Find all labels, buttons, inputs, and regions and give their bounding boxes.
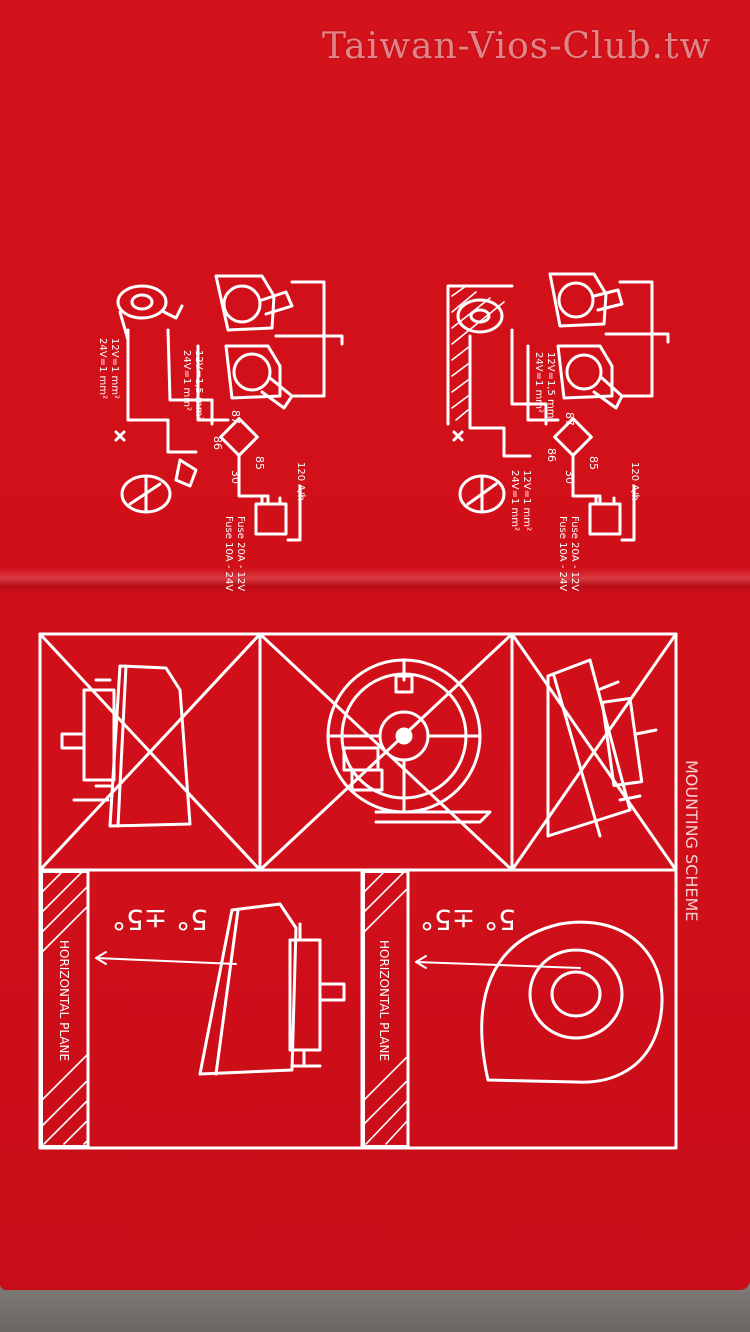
instruction-card — [0, 0, 750, 1290]
card-fold-line — [0, 568, 750, 594]
horn-icon — [224, 344, 282, 400]
wiring-diagram-right — [446, 272, 670, 542]
relay-terminal-label: 87 — [563, 412, 576, 426]
relay-terminal-label: 85 — [253, 456, 266, 470]
battery-capacity-label: 120 A/h — [629, 462, 640, 501]
relay-terminal-label: 87 — [229, 410, 242, 424]
mounting-scheme-side-label: MOUNTING SCHEME — [682, 760, 701, 921]
horn-side-view-icon — [60, 664, 192, 828]
battery-capacity-label: 120 A/h — [295, 462, 306, 501]
horizontal-plane-label: HORIZONTAL PLANE — [377, 940, 391, 1061]
fuse-label: Fuse 10A - 24V — [223, 516, 234, 591]
horizontal-plane-label: HORIZONTAL PLANE — [57, 940, 71, 1061]
watermark: Taiwan-Vios-Club.tw — [322, 26, 712, 67]
wire-spec-label: 24V=1 mm² — [97, 338, 108, 399]
incorrect-mount-cross — [510, 632, 678, 872]
mount-angle-label: 5° ±5° — [420, 903, 516, 936]
incorrect-mount-cross — [38, 632, 262, 872]
horizontal-plane-left — [41, 871, 89, 1147]
horn-icon — [556, 344, 614, 400]
round-horn-icon — [456, 298, 504, 334]
wire-spec-label: 24V=1 mm² — [509, 470, 520, 531]
horn-front-view-icon — [326, 658, 492, 824]
horn-tilted-view-icon — [546, 658, 658, 838]
horn-correct-side-icon — [95, 902, 346, 1076]
wire-spec-label: 12V=1 mm² — [521, 470, 532, 531]
battery-icon — [588, 502, 622, 536]
wire-spec-label: 12V=1 mm² — [109, 338, 120, 399]
horn-correct-front-icon — [415, 920, 664, 1084]
relay-terminal-label: 30 — [563, 470, 576, 484]
fuse-label: Fuse 20A - 12V — [235, 516, 246, 591]
relay-icon — [219, 417, 259, 457]
battery-icon — [254, 502, 288, 536]
horizontal-plane-right — [363, 871, 409, 1147]
mounting-scheme — [38, 632, 678, 1150]
relay-terminal-label: 30 — [229, 470, 242, 484]
wire-spec-label: 12V=1,5 mm² — [545, 352, 556, 423]
mount-angle-label: 5° ±5° — [112, 903, 208, 936]
wire-spec-label: 24V=1 mm² — [181, 350, 192, 411]
fuse-label: Fuse 20A - 12V — [569, 516, 580, 591]
mounting-frame — [38, 632, 678, 1150]
wiring-diagram-left — [114, 274, 344, 542]
wire-spec-label: 12V=1,5 mm² — [193, 350, 204, 421]
relay-icon — [553, 417, 593, 457]
wire-spec-label: 24V=1 mm² — [533, 352, 544, 413]
relay-terminal-label: 86 — [211, 436, 224, 450]
fuse-label: Fuse 10A - 24V — [557, 516, 568, 591]
relay-terminal-label: 86 — [545, 448, 558, 462]
round-horn-icon — [116, 284, 168, 320]
relay-terminal-label: 85 — [587, 456, 600, 470]
